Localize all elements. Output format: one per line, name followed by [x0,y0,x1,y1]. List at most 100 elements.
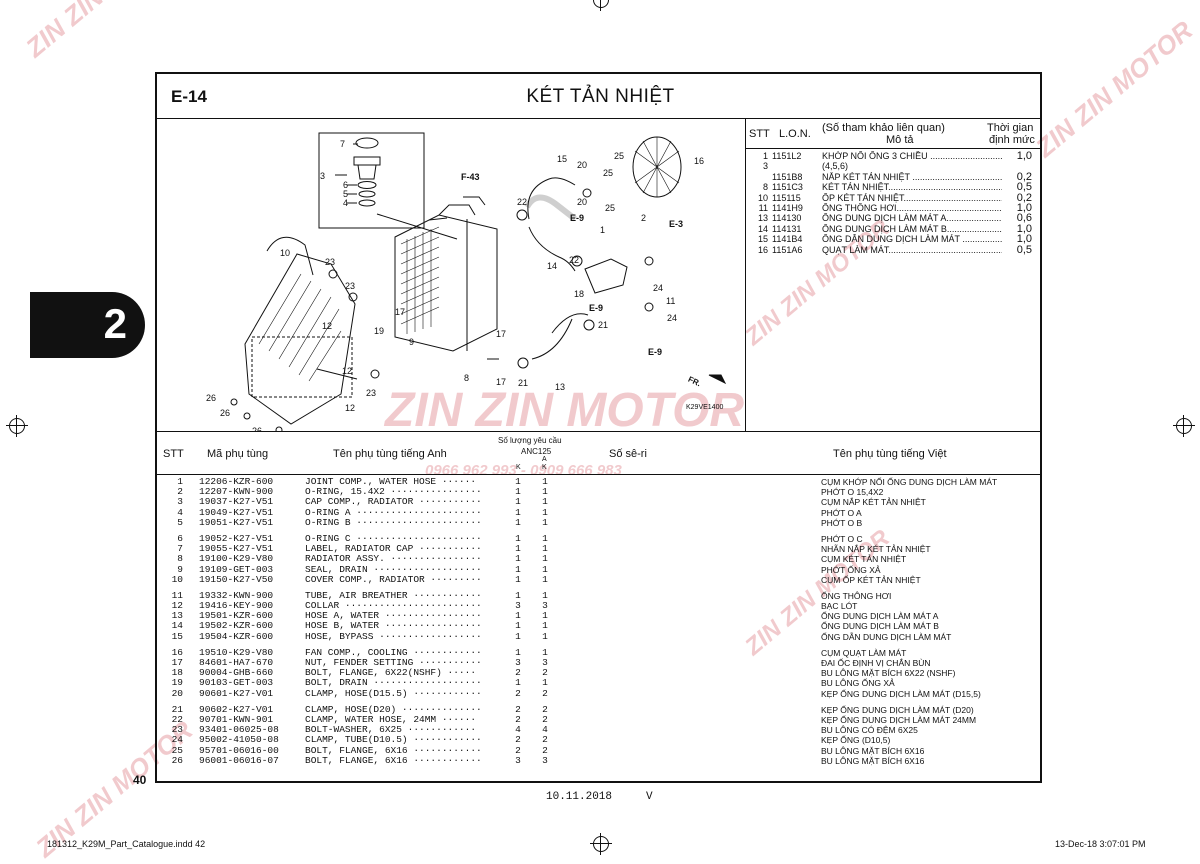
o-ring-c-part [357,181,377,189]
cell-no: 96001-06016-07 [199,755,279,766]
callout-c23a: 23 [325,257,335,267]
callout-c17c: 17 [496,377,506,387]
radiator-leaders [428,217,499,360]
ref-header-desc-top: (Số tham khảo liên quan) [822,122,945,134]
callout-c12b: 12 [342,366,352,376]
callout-c22b: 22 [569,255,579,265]
cell-en: HOSE A, WATER ················· [305,611,482,622]
cell-vi: PHỚT ỐNG XẢ [821,564,881,575]
cell-q1: 3 [515,755,521,766]
cell-no: 84601-HA7-670 [199,658,274,668]
diagram-bottom-divider [157,431,1040,432]
cell-q2: 1 [542,507,548,518]
cell-q1: 1 [515,533,521,544]
cell-stt: 11 [171,590,183,601]
cell-q2: 2 [542,668,548,679]
o-ring-a-part [358,199,376,207]
cell-q2: 1 [542,477,548,487]
cell-q2: 2 [542,714,548,725]
cell-en: LABEL, RADIATOR CAP ··········· [305,544,482,555]
cell-q2: 3 [542,755,548,766]
callout-c25a: 25 [614,151,624,161]
cell-vi: PHỚT O A [821,507,862,518]
cell-no: 90103-GET-003 [199,678,274,689]
ref-cell-stt: 15 [757,234,768,245]
callout-ce9a: E-9 [570,213,584,223]
cell-q1: 2 [515,745,521,756]
cell-no: 19052-K27-V51 [199,533,274,544]
cell-stt: 20 [171,688,183,699]
o-ring-2-part [644,256,654,266]
ref-cell-stt: 1 [762,151,768,161]
cover-grille [258,273,342,382]
cell-stt: 21 [171,704,183,715]
tube-clamp-24-part [644,302,654,312]
cell-q2: 2 [542,688,548,699]
ref-cell-lon: 1151L2 [772,151,802,161]
hose-b [528,226,576,272]
ref-cell-desc: KÉT TẢN NHIỆT...........................… [822,182,1002,193]
bolt-26c-part [275,426,283,431]
cell-q2: 2 [542,745,548,756]
ref-cell-lon: 1141H9 [772,202,803,213]
radiator-cover [244,253,356,425]
cell-q2: 1 [542,621,548,632]
callout-c8: 8 [464,373,469,383]
cell-no: 19049-K27-V51 [199,507,274,518]
cell-no: 90602-K27-V01 [199,704,274,715]
clamp-22b-part [571,255,583,267]
cell-q1: 1 [515,477,521,487]
cell-q1: 2 [515,735,521,746]
ref-header-stt: STT [749,128,770,140]
cell-q1: 2 [515,688,521,699]
cell-en: O-RING, 15.4X2 ················ [305,487,482,498]
cell-no: 12206-KZR-600 [199,477,274,487]
chapter-number: 2 [103,300,127,347]
cell-vi: ỐNG DUNG DỊCH LÀM MÁT A [821,611,939,622]
cell-no: 95701-06016-00 [199,745,279,756]
cell-stt: 23 [171,725,183,736]
cell-en: COVER COMP., RADIATOR ········· [305,574,482,585]
callout-c26a: 26 [206,393,216,403]
cell-no: 19051-K27-V51 [199,517,274,528]
cell-q1: 1 [515,631,521,642]
cell-vi: ĐAI ỐC ĐỊNH VỊ CHẮN BÙN [821,658,931,668]
ref-cell-desc: (4,5,6) [822,161,849,172]
section-code: E-14 [171,87,207,106]
title-divider [157,118,1040,119]
parts-header-serial: Số sê-ri [609,448,647,460]
callout-c25c: 25 [605,203,615,213]
callout-c4: 4 [343,198,348,208]
cap-group-box [318,132,425,229]
ref-row: 3(4,5,6) [746,161,1040,171]
breather-outlet [463,196,486,206]
cell-en: FAN COMP., COOLING ············ [305,647,482,658]
callout-ce3: E-3 [669,219,683,229]
parts-header-part-no: Mã phụ tùng [207,448,269,460]
cell-q2: 1 [542,544,548,555]
cell-vi: CỤM ỐP KÉT TẢN NHIỆT [821,574,921,585]
cell-no: 93401-06025-08 [199,725,279,736]
cell-en: BOLT-WASHER, 6X25 ············ [305,725,477,736]
cell-stt: 17 [171,658,183,668]
parts-header-stt: STT [163,448,184,460]
footer-version: V [646,791,653,803]
cell-q1: 4 [515,725,521,736]
ref-cell-desc: ỐNG DUNG DỊCH LÀM MÁT A.................… [822,213,1002,224]
cell-q1: 1 [515,554,521,565]
cell-q2: 1 [542,487,548,498]
cell-q1: 1 [515,590,521,601]
page-title: KÉT TẢN NHIỆT [526,86,675,107]
callout-c17b: 17 [496,329,506,339]
ref-cell-desc: KHỚP NỐI ỐNG 3 CHIỀU ...................… [822,151,1002,161]
callout-c18: 18 [574,289,584,299]
cell-en: BOLT, FLANGE, 6X16 ············ [305,755,482,766]
ref-cell-stt: 11 [758,202,768,213]
radiator-core [400,226,440,334]
